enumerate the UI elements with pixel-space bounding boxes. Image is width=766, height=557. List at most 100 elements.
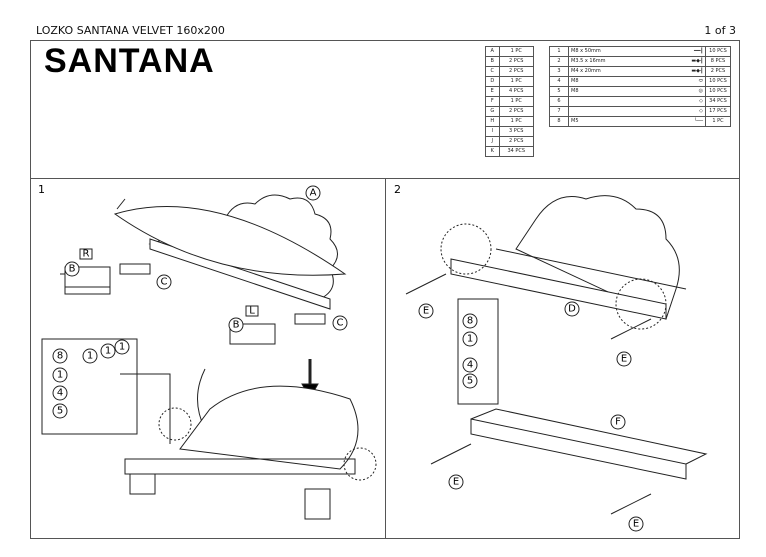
part-qty: 1 PC	[498, 116, 535, 127]
hardware-description: M8	[568, 86, 671, 97]
label-C: C	[337, 318, 344, 329]
page-title: SANTANA	[44, 42, 215, 80]
part-letter: D	[485, 76, 500, 87]
label-D: D	[568, 304, 576, 315]
part-qty: 2 PCS	[498, 106, 535, 117]
hardware-qty: 10 PCS	[705, 46, 731, 57]
label-8: 8	[57, 351, 63, 362]
label-B: B	[233, 320, 240, 331]
part-qty: 1 PC	[498, 76, 535, 87]
product-name: LOZKO SANTANA VELVET 160x200	[36, 24, 225, 37]
part-qty: 2 PCS	[498, 66, 535, 77]
page-number: 1 of 3	[704, 24, 736, 37]
hardware-number: 4	[549, 76, 569, 87]
hardware-row: 7 ◇17 PCS	[549, 106, 731, 117]
pad-icon: ◇	[671, 106, 706, 117]
hardware-qty: 2 PCS	[705, 66, 731, 77]
label-4: 4	[467, 360, 473, 371]
part-letter: G	[485, 106, 500, 117]
label-1: 1	[105, 346, 111, 357]
label-1: 1	[87, 351, 93, 362]
hardware-description: M5	[568, 116, 671, 127]
part-qty: 34 PCS	[498, 146, 535, 157]
hardware-number: 1	[549, 46, 569, 57]
step-1-panel: 1 A B R C B L C 8 1 1 1 1 4 5	[30, 178, 386, 538]
label-L: L	[249, 306, 255, 317]
screw-icon: ▬◆╢	[671, 56, 706, 67]
part-letter: K	[485, 146, 500, 157]
label-E: E	[633, 519, 639, 530]
spring-washer-icon: ◎	[671, 86, 706, 97]
step-number: 2	[394, 183, 401, 196]
hardware-description: M3.5 x 16mm	[568, 56, 671, 67]
hardware-number: 2	[549, 56, 569, 67]
label-E: E	[423, 306, 429, 317]
label-E: E	[621, 354, 627, 365]
part-letter: I	[485, 126, 500, 137]
label-5: 5	[467, 376, 473, 387]
part-qty: 1 PC	[498, 46, 535, 57]
hardware-number: 5	[549, 86, 569, 97]
pad-icon: ◇	[671, 96, 706, 107]
part-qty: 4 PCS	[498, 86, 535, 97]
part-letter: A	[485, 46, 500, 57]
hardware-description	[568, 106, 671, 117]
part-letter: B	[485, 56, 500, 67]
label-B: B	[69, 264, 76, 275]
washer-icon: ⬭	[671, 76, 706, 87]
hardware-description: M8 x 50mm	[568, 46, 671, 57]
part-qty: 3 PCS	[498, 126, 535, 137]
label-1: 1	[467, 334, 473, 345]
label-A: A	[310, 188, 317, 199]
page-frame	[30, 40, 740, 539]
hardware-qty: 1 PC	[705, 116, 731, 127]
allen-key-icon: └──	[671, 116, 706, 127]
label-C: C	[161, 277, 168, 288]
part-qty: 2 PCS	[498, 56, 535, 67]
hardware-row: 6 ◇34 PCS	[549, 96, 731, 107]
step-2-panel: 2 E D E 8 1 4 5 F E E	[386, 178, 739, 538]
hardware-qty: 17 PCS	[705, 106, 731, 117]
part-letter: J	[485, 136, 500, 147]
label-1: 1	[119, 342, 125, 353]
part-letter: C	[485, 66, 500, 77]
label-R: R	[83, 249, 90, 260]
hardware-qty: 34 PCS	[705, 96, 731, 107]
bolt-icon: ━━╢	[671, 46, 706, 57]
hardware-number: 7	[549, 106, 569, 117]
step-2-illustration: E D E 8 1 4 5 F E E	[405, 195, 708, 532]
hardware-description: M8	[568, 76, 671, 87]
step-number: 1	[38, 183, 45, 196]
part-qty: 1 PC	[498, 96, 535, 107]
hardware-qty: 10 PCS	[705, 86, 731, 97]
hardware-qty: 8 PCS	[705, 56, 731, 67]
label-1: 1	[57, 370, 63, 381]
hardware-description	[568, 96, 671, 107]
label-8: 8	[467, 316, 473, 327]
label-F: F	[615, 417, 621, 428]
hardware-number: 8	[549, 116, 569, 127]
part-letter: H	[485, 116, 500, 127]
label-4: 4	[57, 388, 63, 399]
hardware-number: 3	[549, 66, 569, 77]
hardware-number: 6	[549, 96, 569, 107]
step-1-illustration: A B R C B L C 8 1 1 1 1 4 5	[41, 185, 377, 520]
